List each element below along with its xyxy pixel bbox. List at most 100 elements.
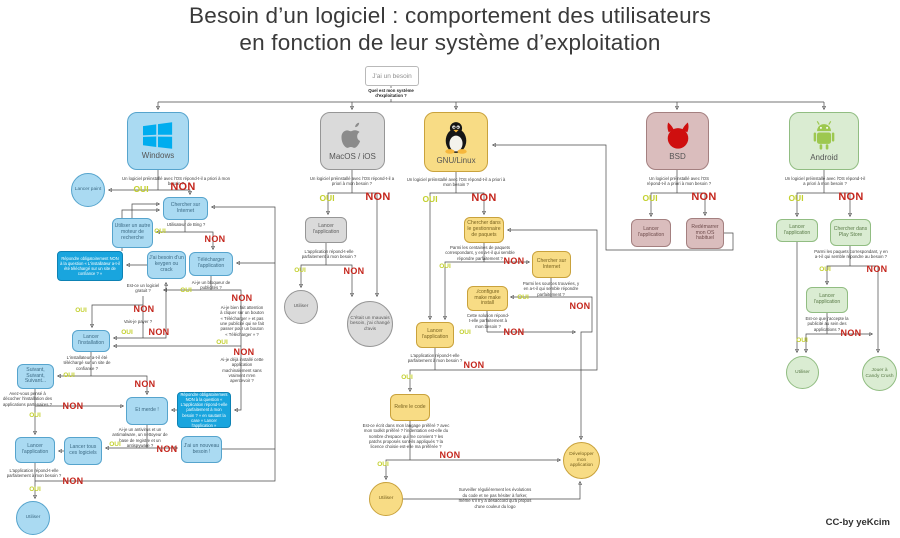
linux-note-fork: Surveiller régulièrement les évolutions … <box>458 487 532 509</box>
non-label: NON <box>439 450 461 460</box>
windows-q-bloqueur: Ai-je un bloqueur de publicités ? <box>191 280 231 291</box>
oui-label: OUI <box>401 374 413 381</box>
windows-lancer-application: Lancer l'application <box>15 437 55 463</box>
windows-utiliser: Utiliser <box>16 501 50 535</box>
mac-mauvais-besoin: C'était un mauvais besoin, j'ai changé d… <box>347 301 393 347</box>
start-node: J'ai un besoin <box>365 66 419 86</box>
linux-utiliser: Utiliser <box>369 482 403 516</box>
non-label: NON <box>691 191 717 203</box>
oui-label: OUI <box>377 461 389 468</box>
windows-q-parfaitement: L'application répond-t-elle parfaitement… <box>6 468 62 479</box>
linux-os-box: GNU/Linux <box>424 112 488 172</box>
windows-nouveau-besoin: J'ai un nouveau besoin ! <box>181 436 222 463</box>
linux-chercher-internet: Chercher sur Internet <box>532 251 571 278</box>
linux-q-preinstalled: Un logiciel préinstallé avec l'OS répond… <box>406 177 506 188</box>
oui-label: OUI <box>63 372 75 379</box>
non-label: NON <box>62 476 84 486</box>
mac-os-box: MacOS / iOS <box>320 112 385 170</box>
windows-autre-moteur: Utiliser un autre moteur de recherche <box>112 218 153 248</box>
mac-utiliser: Utiliser <box>284 290 318 324</box>
bsd-os-box: BSD <box>646 112 709 170</box>
windows-chercher-internet: Chercher sur Internet <box>163 197 208 220</box>
page-title-line2: en fonction de leur système d’exploitati… <box>239 29 661 55</box>
windows-logo-icon <box>143 122 173 149</box>
oui-label: OUI <box>75 307 87 314</box>
linux-q-parfaitement: L'application répond-t-elle parfaitement… <box>407 353 463 364</box>
oui-label: OUI <box>796 337 808 344</box>
android-os-box: Android <box>789 112 859 170</box>
android-os-label: Android <box>810 153 838 162</box>
windows-q-deja-installe: Ai-je déjà installé cette application ma… <box>220 357 264 384</box>
oui-label: OUI <box>439 263 451 270</box>
non-label: NON <box>503 256 525 266</box>
oui-label: OUI <box>154 228 166 235</box>
windows-callout-sautant: Répondre obligatoirement NON à la questi… <box>177 392 231 428</box>
android-q-paquets: Parmi les paquets correspondant, y en a-… <box>814 249 888 260</box>
bsd-os-label: BSD <box>669 151 686 161</box>
non-label: NON <box>343 266 365 276</box>
non-label: NON <box>170 181 196 193</box>
windows-q-antivirus: Ai-je un antivirus et un antimalware, un… <box>112 427 168 449</box>
linux-configure: ./configure make make install <box>467 286 508 311</box>
non-label: NON <box>471 192 497 204</box>
non-label: NON <box>365 191 391 203</box>
windows-q-decocher: Avez-vous pensé à décocher l'installatio… <box>2 391 53 407</box>
oui-label: OUI <box>294 267 306 274</box>
windows-os-box: Windows <box>127 112 189 170</box>
non-label: NON <box>62 401 84 411</box>
windows-q-bouton: Ai-je bien fait attention à cliquer sur … <box>220 305 264 337</box>
windows-callout-confiance: Répondre obligatoirement NON à la questi… <box>57 251 123 281</box>
windows-lancer-paint: Lancer paint <box>71 173 105 207</box>
android-lancer-application-1: Lancer l'application <box>776 219 818 242</box>
non-label: NON <box>463 360 485 370</box>
oui-label: OUI <box>819 266 831 273</box>
oui-label: OUI <box>459 329 471 336</box>
android-q-preinstalled: Un logiciel préinstallé avec l'OS répond… <box>784 176 866 187</box>
oui-label: OUI <box>642 193 658 203</box>
windows-et-merde: Et merde ! <box>126 397 168 425</box>
android-q-publicite: Est-ce que j'accepte la publicité au sei… <box>805 316 849 332</box>
android-utiliser: Utiliser <box>786 356 819 389</box>
oui-label: OUI <box>422 194 438 204</box>
mac-os-label: MacOS / iOS <box>329 151 376 161</box>
bsd-redemarrer-os: Redémarrer mon OS habituel <box>686 218 724 249</box>
oui-label: OUI <box>517 294 529 301</box>
windows-telecharger-app: Télécharger l'application <box>189 252 233 276</box>
non-label: NON <box>156 444 178 454</box>
non-label: NON <box>503 327 525 337</box>
tux-logo-icon <box>442 120 470 154</box>
oui-label: OUI <box>29 412 41 419</box>
non-label: NON <box>569 301 591 311</box>
page-title: Besoin d’un logiciel : comportement des … <box>0 3 900 56</box>
bsd-q-preinstalled: Un logiciel préinstallé avec l'OS répond… <box>646 176 712 187</box>
windows-os-label: Windows <box>141 151 175 160</box>
android-lancer-application-2: Lancer l'application <box>806 287 848 313</box>
windows-suivant: Suivant, Suivant, Suivant... <box>17 364 54 389</box>
non-label: NON <box>838 191 864 203</box>
linux-os-label: GNU/Linux <box>436 155 476 165</box>
credit-label: CC-by yeKcim <box>825 517 890 528</box>
oui-label: OUI <box>319 193 335 203</box>
mac-q-parfaitement: L'application répond-t-elle parfaitement… <box>301 249 357 260</box>
oui-label: OUI <box>216 339 228 346</box>
windows-lancer-installation: Lancer l'installation <box>72 330 110 352</box>
android-chercher-playstore: Chercher dans Play Store <box>830 219 871 246</box>
linux-relire-code: Relire le code <box>390 394 430 421</box>
windows-q-payer: Vais-je payer ? <box>123 319 153 324</box>
non-label: NON <box>840 328 862 338</box>
android-candy-crush: Jouer à Candy Crush <box>862 356 897 391</box>
non-label: NON <box>231 293 253 303</box>
linux-lancer-application: Lancer l'application <box>416 322 454 348</box>
apple-logo-icon <box>340 122 365 150</box>
oui-label: OUI <box>788 193 804 203</box>
non-label: NON <box>866 264 888 274</box>
oui-label: OUI <box>180 287 192 294</box>
windows-q-gratuit: Est-ce un logiciel gratuit ? <box>126 283 160 294</box>
windows-lancer-tous-logiciels: Lancer tous ces logiciels <box>64 437 102 465</box>
windows-q-bing: Utilisateur de Bing ? <box>166 222 206 227</box>
linux-chercher-gestionnaire: Chercher dans le gestionnaire de paquets <box>464 217 504 243</box>
page-title-line1: Besoin d’un logiciel : comportement des … <box>189 3 711 28</box>
oui-label: OUI <box>109 441 121 448</box>
